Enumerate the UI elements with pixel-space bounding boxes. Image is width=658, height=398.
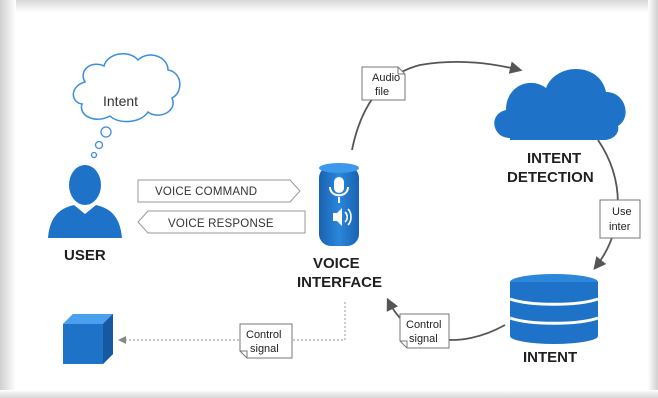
control-signal-left-line2: signal: [250, 343, 279, 355]
control-signal-right-line1: Control: [406, 319, 441, 331]
user-intent-line1: Use: [612, 206, 632, 218]
audio-file-line2: file: [375, 86, 389, 98]
audio-file-note: Audio file: [361, 66, 406, 101]
audio-file-line1: Audio: [372, 72, 400, 84]
database-icon: [509, 274, 599, 344]
voice-interface-label-line2: INTERFACE: [297, 274, 382, 291]
thought-bubble: Intent: [72, 53, 181, 159]
voice-response-label: VOICE RESPONSE: [168, 218, 274, 230]
voice-command-arrow: VOICE COMMAND: [137, 179, 301, 203]
user-intent-note: Use inter: [599, 199, 641, 239]
intent-detection-line1: INTENT: [527, 150, 581, 167]
intent-detection-line2: DETECTION: [507, 169, 594, 186]
frame-shadow-right: [648, 0, 658, 398]
voice-command-label: VOICE COMMAND: [155, 186, 257, 198]
arc-interface-to-cloud: [351, 60, 523, 151]
device-cube-icon: [63, 314, 113, 364]
voice-response-arrow: VOICE RESPONSE: [137, 210, 306, 234]
intent-label: INTENT: [523, 349, 577, 366]
user-label: USER: [64, 247, 106, 264]
control-signal-left-line1: Control: [246, 329, 281, 341]
voice-device-icon: [319, 163, 359, 246]
control-signal-note-right: Control signal: [399, 313, 450, 349]
frame-shadow-bottom: [0, 390, 658, 398]
voice-interface-label-line1: VOICE: [313, 255, 360, 272]
control-signal-note-left: Control signal: [239, 323, 293, 359]
speaker-icon: [333, 208, 352, 226]
thought-bubble-text: Intent: [103, 93, 138, 109]
user-icon: [48, 165, 122, 238]
user-intent-line2: inter: [609, 221, 631, 233]
control-signal-line: [118, 302, 346, 344]
cloud-icon: [494, 68, 626, 140]
control-signal-right-line2: signal: [409, 333, 438, 345]
